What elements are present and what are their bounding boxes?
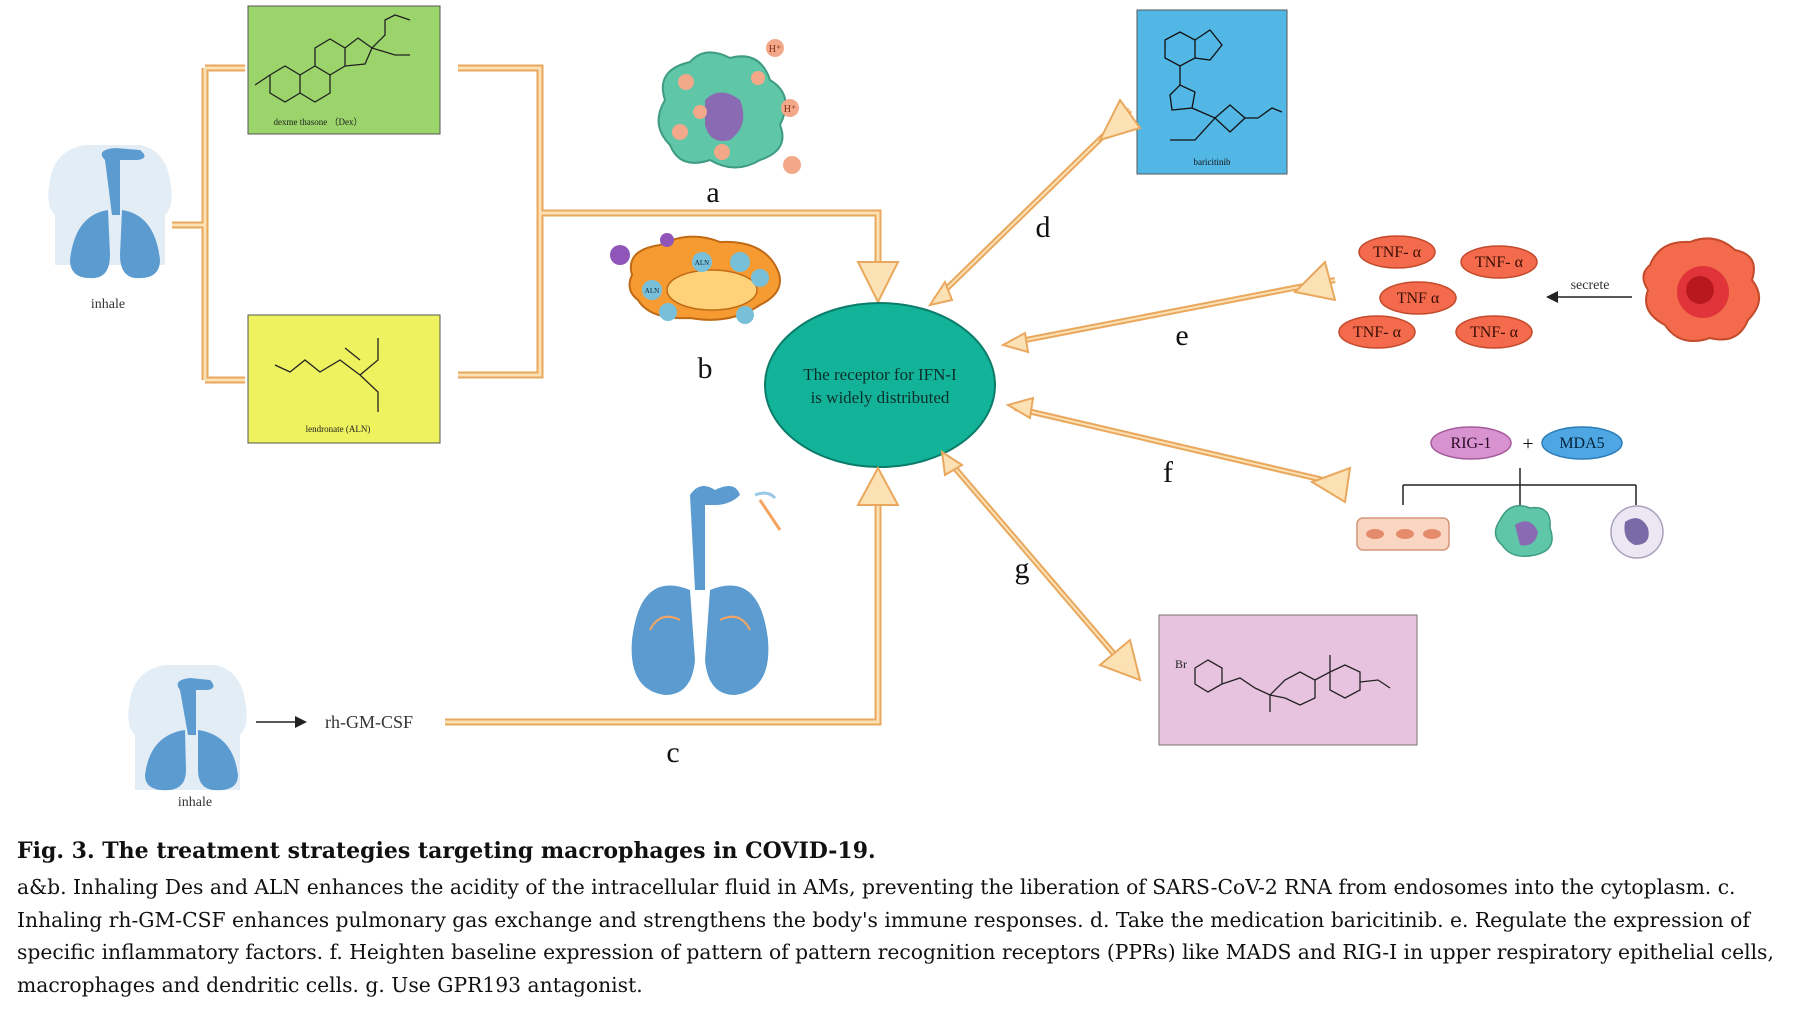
label-b: b: [698, 352, 713, 385]
svg-text:ALN: ALN: [645, 287, 659, 295]
secrete-label: secrete: [1571, 278, 1610, 293]
bracket-right-inner: [458, 66, 880, 377]
label-e: e: [1175, 319, 1188, 352]
cell-b-icon: ALN ALN: [610, 233, 781, 324]
inhale-figure-bottom: inhale: [128, 665, 247, 810]
alendronate-label: lendronate (ALN): [306, 424, 371, 434]
tnf-label-1: TNF- α: [1373, 244, 1422, 261]
svg-text:H⁺: H⁺: [784, 104, 797, 115]
arrowhead-c: [856, 465, 900, 506]
alendronate-box: lendronate (ALN): [247, 314, 441, 444]
inhale-figure-top: inhale: [48, 145, 172, 312]
tnf-ellipse-4: [1338, 315, 1416, 349]
gpr193-structure-icon: Br: [1175, 655, 1391, 712]
label-d: d: [1036, 211, 1051, 244]
rig-ellipse: [1430, 426, 1512, 460]
inhale-label-top: inhale: [91, 297, 125, 312]
baricitinib-label: baricitinib: [1194, 157, 1231, 167]
tnf-label-4: TNF- α: [1353, 324, 1402, 341]
caption-title: Fig. 3. The treatment strategies targeti…: [17, 838, 876, 864]
dexamethasone-box: dexme thasone （Dex）: [247, 5, 441, 135]
label-c: c: [666, 736, 679, 769]
receptor-text-line1: The receptor for IFN-I: [803, 365, 957, 384]
dendritic-cell-icon: [1610, 505, 1664, 559]
tnf-cluster: TNF- α TNF- α TNF α TNF- α TNF- α: [1338, 235, 1538, 349]
tnf-label-5: TNF- α: [1470, 324, 1519, 341]
macrophage-f-icon: [1494, 505, 1553, 557]
plus-sign: +: [1522, 433, 1533, 455]
connector-c: [445, 500, 882, 726]
baricitinib-structure-icon: [1164, 29, 1283, 141]
macrophage-e-icon: [1642, 237, 1760, 342]
dexamethasone-structure-icon: [254, 14, 411, 103]
lung-left-icon: [70, 210, 110, 279]
rh-gm-csf-label: rh-GM-CSF: [325, 712, 413, 732]
mda-label: MDA5: [1559, 435, 1604, 452]
arrow-d: [927, 98, 1142, 307]
arrow-e: [1000, 260, 1337, 354]
epithelial-cells-icon: [1356, 517, 1450, 551]
arrow-g: [940, 449, 1142, 682]
baricitinib-box: baricitinib: [1136, 9, 1288, 175]
tnf-ellipse-5: [1455, 315, 1533, 349]
gpr193-antagonist-box: Br: [1158, 614, 1418, 746]
rig-label: RIG-1: [1451, 435, 1492, 452]
ifn-receptor-node: The receptor for IFN-I is widely distrib…: [764, 302, 996, 468]
figure-caption: Fig. 3. The treatment strategies targeti…: [17, 838, 1787, 1001]
svg-text:H⁺: H⁺: [769, 44, 782, 55]
dexamethasone-label: dexme thasone （Dex）: [274, 117, 363, 127]
label-f: f: [1163, 456, 1173, 489]
caption-body: a&b. Inhaling Des and ALN enhances the a…: [17, 875, 1774, 997]
label-g: g: [1015, 552, 1030, 585]
tnf-label-2: TNF- α: [1475, 254, 1524, 271]
arrow-f: [1005, 396, 1352, 504]
arrowhead-ab: [856, 261, 900, 305]
macrophage-a-icon: H⁺ H⁺: [657, 39, 801, 174]
alendronate-structure-icon: [274, 338, 379, 412]
tnf-label-3: TNF α: [1397, 290, 1440, 307]
airway-icon: [101, 148, 145, 215]
mda-ellipse: [1541, 426, 1623, 460]
lung-right-icon: [120, 210, 160, 279]
figure-diagram: inhale dexme thasone （Dex）: [48, 5, 1760, 810]
tnf-ellipse-2: [1460, 245, 1538, 279]
tnf-ellipse-1: [1358, 235, 1436, 269]
tnf-ellipse-3: [1379, 281, 1457, 315]
inhale-label-bottom: inhale: [178, 795, 212, 810]
lungs-c-icon: [631, 486, 782, 695]
receptor-text-line2: is widely distributed: [811, 388, 950, 407]
bracket-left-inner: [172, 66, 245, 382]
svg-text:ALN: ALN: [695, 259, 709, 267]
svg-text:Br: Br: [1175, 657, 1187, 671]
label-a: a: [706, 176, 719, 209]
prr-group: RIG-1 + MDA5: [1356, 426, 1664, 559]
